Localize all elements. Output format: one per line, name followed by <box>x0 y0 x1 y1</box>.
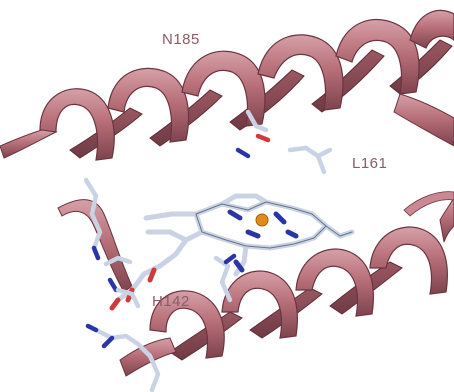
residue-label-n185: N185 <box>162 31 200 48</box>
iron-atom <box>256 214 268 226</box>
upper-helix-ribbon <box>0 10 454 160</box>
residue-label-h142: H142 <box>152 293 190 310</box>
residue-label-l161: L161 <box>352 155 387 172</box>
